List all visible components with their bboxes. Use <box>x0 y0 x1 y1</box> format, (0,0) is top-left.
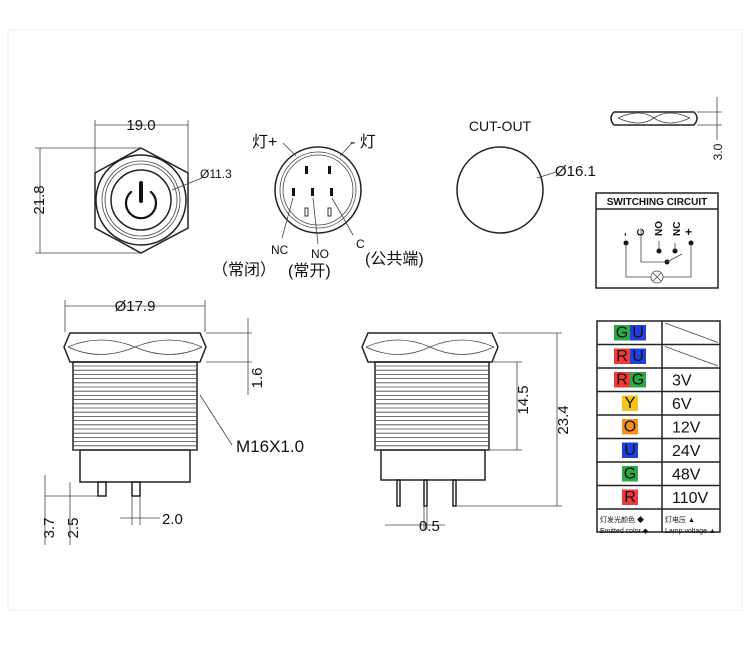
color-row: O 12V <box>597 419 720 440</box>
circuit-title: SWITCHING CIRCUIT <box>607 197 708 208</box>
lamp-minus-label: - 灯 <box>350 133 376 151</box>
pin-plus-label: + <box>685 225 692 239</box>
color-swatch <box>630 372 646 388</box>
color-letter: O <box>624 419 636 436</box>
pin-minus-label: - <box>620 233 631 236</box>
width-dim: 19.0 <box>126 117 155 134</box>
nut-height: 1.6 <box>249 368 266 389</box>
voltage-value: 24V <box>672 443 701 460</box>
table-footer-footer-right-cn: 灯电压 ▲ <box>665 515 695 524</box>
pin-nc-label: NC <box>672 222 683 236</box>
voltage-value: 48V <box>672 467 701 484</box>
lamp-plus-label: 灯+ <box>252 133 277 151</box>
voltage-value: 3V <box>672 373 692 390</box>
pin-c-label: C <box>636 229 647 236</box>
table-footer-footer-left-cn: 灯发光颜色 ◆ <box>600 515 644 524</box>
table-footer-footer-left-en: Emitted color ◆ <box>600 528 649 535</box>
thread-spec: M16X1.0 <box>236 437 304 456</box>
color-row: G 48V <box>597 466 720 487</box>
color-swatch <box>614 348 630 364</box>
pin-no-label: NO <box>654 221 665 236</box>
color-letter: G <box>632 372 644 389</box>
color-letter: G <box>624 466 636 483</box>
thread-length: 14.5 <box>515 385 532 414</box>
dim-b: 2.5 <box>65 518 82 539</box>
color-letter: R <box>616 348 628 365</box>
side-view-left: Ø17.9 1.6 M16X1.0 3.7 2.5 2.0 <box>41 298 304 545</box>
total-length: 23.4 <box>555 405 572 434</box>
color-row: Y 6V <box>597 395 720 416</box>
color-letter: R <box>616 372 628 389</box>
dim-a: 3.7 <box>41 518 58 539</box>
height-dim: 21.8 <box>31 185 48 214</box>
c-label: C <box>356 237 365 251</box>
color-letter: R <box>624 489 636 506</box>
color-swatch <box>622 489 638 505</box>
no-label: NO <box>311 247 329 261</box>
voltage-value: 110V <box>672 490 709 507</box>
side-view-right: 14.5 23.4 0.5 <box>361 332 572 535</box>
color-swatch <box>614 325 630 341</box>
color-swatch <box>622 395 638 411</box>
color-swatch <box>622 419 638 435</box>
c-cn-label: (公共端) <box>365 250 424 268</box>
color-swatch <box>630 325 646 341</box>
diagonal-slash <box>664 322 719 343</box>
power-icon <box>124 181 158 220</box>
thickness-dim: 3.0 <box>711 143 725 160</box>
voltage-value: 12V <box>672 420 701 437</box>
color-swatch <box>614 372 630 388</box>
front-view: 19.0 21.8 Ø11.3 <box>31 117 232 254</box>
no-cn-label: (常开) <box>288 262 331 280</box>
color-letter: U <box>632 348 644 365</box>
cutout-dia: Ø16.1 <box>555 163 596 180</box>
color-row: R 110V <box>597 489 720 510</box>
nc-cn-label: （常闭） <box>212 261 276 279</box>
pin-view: 灯+ - 灯 NC NO C （常闭） (常开) (公共端) <box>212 133 424 280</box>
color-letter: Y <box>625 395 636 412</box>
voltage-value: 6V <box>672 396 692 413</box>
diagonal-slash <box>664 346 719 367</box>
cutout-title: CUT-OUT <box>469 118 532 134</box>
color-letter: U <box>632 325 644 342</box>
table-footer-footer-right-en: Lamp voltage ▲ <box>665 528 716 535</box>
lamp-icon <box>650 270 664 284</box>
color-swatch <box>622 442 638 458</box>
color-letter: U <box>624 442 636 459</box>
color-letter: G <box>616 325 628 342</box>
pin-thickness: 0.5 <box>419 518 440 535</box>
outer-dia: Ø17.9 <box>115 298 156 315</box>
ring-dia: Ø11.3 <box>200 167 232 181</box>
nc-label: NC <box>271 243 289 257</box>
color-swatch <box>622 466 638 482</box>
pin-gap: 2.0 <box>162 511 183 528</box>
thickness-view: 3.0 <box>610 97 725 160</box>
color-swatch <box>630 348 646 364</box>
cutout-view: CUT-OUT Ø16.1 <box>456 118 596 234</box>
color-row: U 24V <box>597 442 720 463</box>
switching-circuit: SWITCHING CIRCUIT - C NO NC + <box>595 192 719 289</box>
